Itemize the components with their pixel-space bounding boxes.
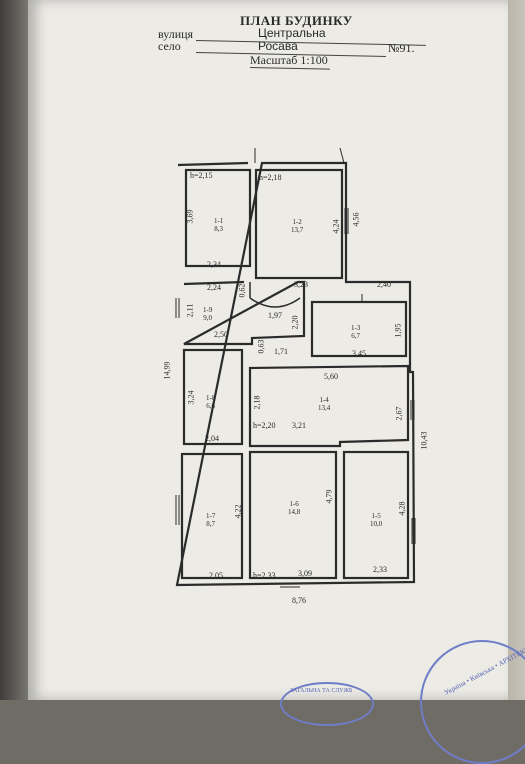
room-1-3-label: 1-3 6,7 bbox=[351, 324, 360, 340]
scale-label: Масштаб 1:100 bbox=[250, 53, 328, 67]
room-area: 13,7 bbox=[291, 226, 304, 234]
dimension-label: 1,95 bbox=[393, 323, 403, 338]
height-label: h=2,15 bbox=[190, 171, 213, 180]
outer-wall bbox=[175, 161, 416, 587]
room-1-3-wall bbox=[310, 300, 408, 358]
height-label: h=2,33 bbox=[253, 571, 276, 580]
dimension-label: 3,23 bbox=[294, 280, 308, 289]
room-area: 14,8 bbox=[288, 508, 301, 516]
desk-left bbox=[0, 0, 30, 700]
room-area: 6,7 bbox=[351, 332, 361, 340]
street-value: Центральна bbox=[258, 26, 326, 40]
dimension-label: 4,24 bbox=[331, 219, 341, 234]
room-1-8-label: 1-8 6,6 bbox=[206, 394, 215, 410]
dimension-label: 4,56 bbox=[351, 212, 361, 227]
village-label: село bbox=[158, 39, 181, 53]
dimension-label: 1,71 bbox=[274, 347, 288, 356]
room-id: 1-4 bbox=[319, 396, 329, 404]
dimension-label: 3,24 bbox=[186, 390, 196, 405]
dimension-label: 1,97 bbox=[268, 311, 282, 320]
room-1-2-label: 1-2 13,7 bbox=[291, 218, 303, 234]
dimension-label: 4,79 bbox=[324, 489, 334, 504]
door-arc bbox=[249, 297, 301, 308]
dimension-label: 2,67 bbox=[394, 406, 404, 421]
dimension-label: 3,09 bbox=[298, 569, 312, 578]
room-1-2-wall bbox=[254, 168, 344, 280]
room-1-4-label: 1-4 13,4 bbox=[318, 396, 330, 412]
room-id: 1-6 bbox=[289, 500, 299, 508]
room-1-6-label: 1-6 14,8 bbox=[288, 500, 300, 516]
room-area: 6,6 bbox=[206, 402, 216, 410]
room-area: 8,7 bbox=[206, 520, 216, 528]
dimension-label: 2,11 bbox=[185, 303, 195, 318]
room-1-7-wall bbox=[180, 452, 244, 580]
dimension-label: 2,33 bbox=[373, 565, 387, 574]
room-area: 8,3 bbox=[214, 225, 224, 233]
dimension-label: 2,20 bbox=[290, 315, 300, 330]
room-1-9-label: 1-9 9,0 bbox=[203, 306, 212, 322]
room-1-1-label: 1-1 8,3 bbox=[214, 217, 223, 233]
floor-plan bbox=[175, 147, 416, 588]
room-1-6-wall bbox=[248, 450, 338, 580]
room-area: 13,4 bbox=[318, 404, 331, 412]
room-1-5-wall bbox=[342, 450, 410, 580]
dimension-label: 2,04 bbox=[205, 434, 219, 443]
room-id: 1-1 bbox=[214, 217, 224, 225]
height-label: h=2,18 bbox=[259, 173, 282, 182]
room-1-4-wall bbox=[248, 364, 410, 448]
room-1-7-label: 1-7 8,7 bbox=[206, 512, 215, 528]
dimension-label: 10,43 bbox=[419, 431, 429, 450]
dimension-label: 4,28 bbox=[397, 501, 407, 516]
dimension-label: 3,69 bbox=[185, 209, 195, 224]
street-label: вулиця bbox=[158, 27, 194, 41]
room-1-9-wall bbox=[183, 280, 306, 346]
room-1-8-wall bbox=[182, 348, 244, 446]
dimension-label: 2,34 bbox=[207, 260, 221, 269]
room-id: 1-5 bbox=[371, 512, 381, 520]
dimension-label: 2,18 bbox=[252, 395, 262, 410]
room-1-1-wall bbox=[184, 168, 252, 268]
dimension-label: 2,40 bbox=[377, 280, 391, 289]
house-number: №91. bbox=[388, 41, 415, 55]
room-id: 1-9 bbox=[203, 306, 213, 314]
village-value: Росава bbox=[258, 39, 298, 53]
height-label: h=2,20 bbox=[253, 421, 276, 430]
dimension-label: 8,76 bbox=[292, 596, 306, 605]
dimension-label: 2,24 bbox=[207, 283, 221, 292]
room-id: 1-3 bbox=[351, 324, 361, 332]
room-id: 1-2 bbox=[292, 218, 302, 226]
dimension-label: 14,99 bbox=[162, 361, 172, 380]
dimension-label: 0,63 bbox=[256, 339, 266, 354]
dimension-label: 3,45 bbox=[352, 349, 366, 358]
room-area: 9,0 bbox=[203, 314, 213, 322]
room-id: 1-8 bbox=[206, 394, 216, 402]
room-1-5-label: 1-5 10,0 bbox=[370, 512, 382, 528]
dimension-label: 5,60 bbox=[324, 372, 338, 381]
dimension-label: 0,62 bbox=[237, 283, 247, 298]
dimension-label: 3,21 bbox=[292, 421, 306, 430]
dimension-label: 2,05 bbox=[209, 571, 223, 580]
dimension-label: 2,50 bbox=[214, 330, 228, 339]
page-title: ПЛАН БУДИНКУ bbox=[240, 13, 353, 28]
stamp-text: ЗАГАЛЬНА ТА СЛУЖБ bbox=[290, 688, 353, 694]
dimension-label: 4,22 bbox=[233, 504, 243, 519]
room-area: 10,0 bbox=[370, 520, 383, 528]
room-id: 1-7 bbox=[206, 512, 216, 520]
